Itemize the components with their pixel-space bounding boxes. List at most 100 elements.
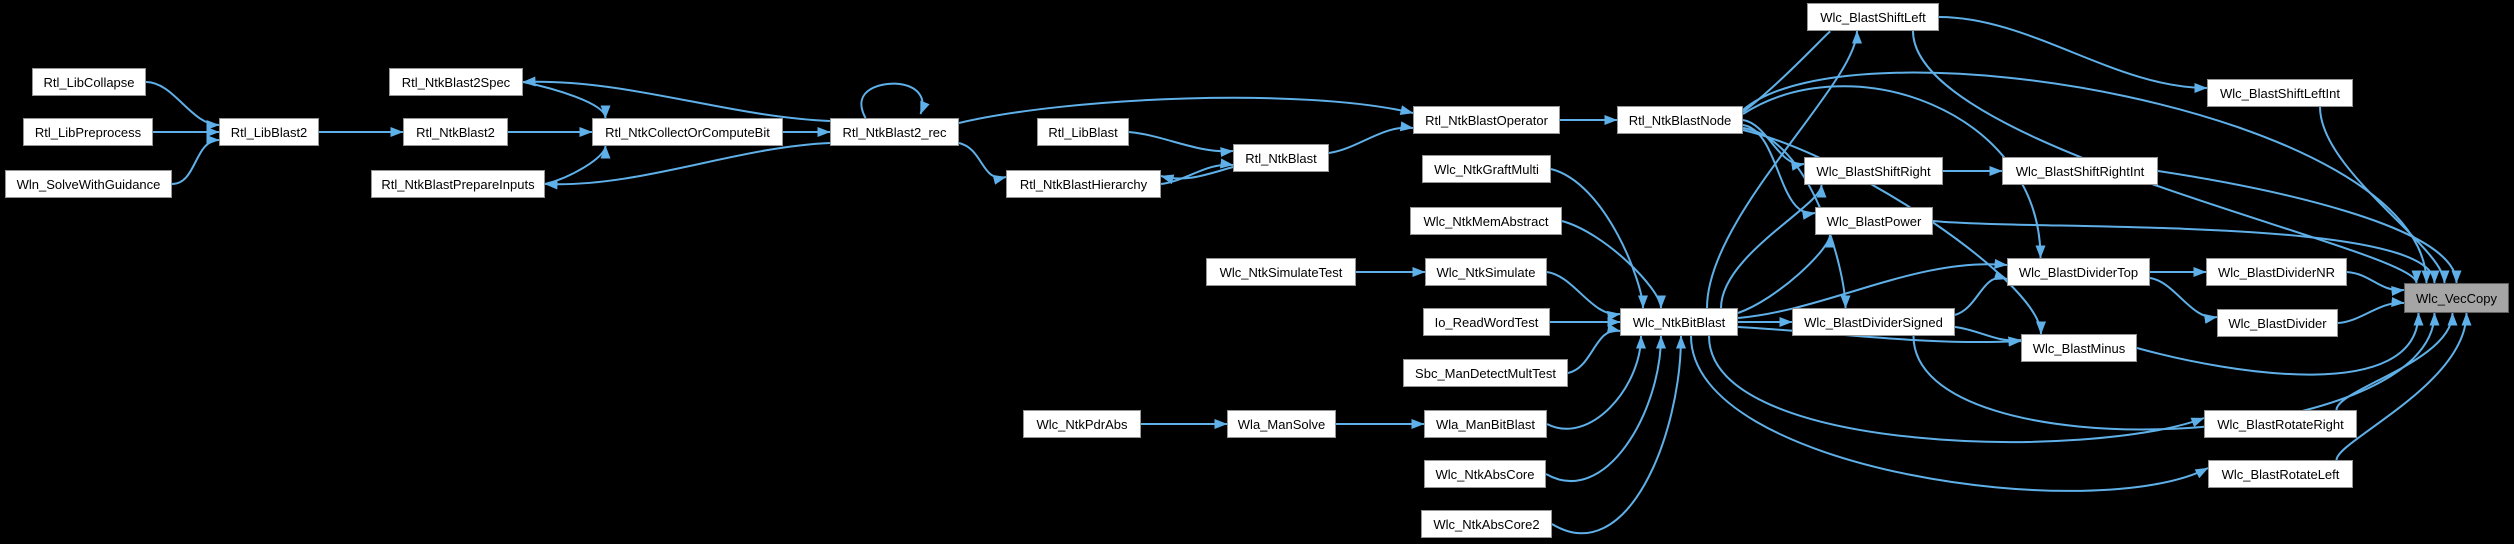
node-label: Rtl_LibPreprocess — [34, 124, 142, 140]
node-Blast2_rec[interactable]: Rtl_NtkBlast2_rec — [830, 118, 959, 146]
node-SimulateTest[interactable]: Wlc_NtkSimulateTest — [1206, 258, 1356, 286]
edge-Blast2_rec-Blast2_rec — [860, 82, 930, 119]
edge-BitBlast-Minus — [1737, 326, 2022, 347]
node-label: Wlc_NtkBitBlast — [1632, 314, 1726, 330]
edge-Blast2_rec-Blast2Spec — [522, 76, 831, 122]
edge-ManBitBlast-BitBlast — [1546, 335, 1646, 430]
node-label: Rtl_NtkBlastHierarchy — [1019, 176, 1148, 192]
node-Divider[interactable]: Wlc_BlastDivider — [2217, 309, 2338, 337]
edge-Minus-VecCopy — [2136, 312, 2424, 376]
node-PrepareInputs[interactable]: Rtl_NtkBlastPrepareInputs — [371, 170, 545, 198]
edge-Blast2_rec-BlastHierarchy — [958, 142, 1007, 185]
node-SolveWithGuidance[interactable]: Wln_SolveWithGuidance — [5, 170, 172, 198]
edge-BitBlast-Power — [1737, 234, 1835, 314]
node-label: Rtl_NtkBlast — [1245, 150, 1317, 166]
node-label: Wlc_NtkMemAbstract — [1423, 213, 1549, 229]
edge-BitBlast-ShiftRight — [1720, 184, 1827, 309]
edge-BitBlast-DividerTop — [1737, 258, 2008, 319]
node-GraftMulti[interactable]: Wlc_NtkGraftMulti — [1422, 155, 1551, 183]
edge-BitBlast-ShiftLeft — [1706, 30, 1862, 309]
node-NtkBlast2[interactable]: Rtl_NtkBlast2 — [403, 118, 508, 146]
node-LibCollapse[interactable]: Rtl_LibCollapse — [32, 68, 146, 96]
node-label: Wlc_BlastDivider — [2228, 315, 2327, 331]
node-label: Wla_ManSolve — [1237, 416, 1326, 432]
edge-RotateLeft-VecCopy — [2335, 312, 2472, 461]
node-label: Wlc_BlastDividerSigned — [1804, 314, 1943, 330]
node-DividerNR[interactable]: Wlc_BlastDividerNR — [2206, 258, 2347, 286]
edge-BlastNode-Minus — [1742, 129, 2046, 335]
node-BlastHierarchy[interactable]: Rtl_NtkBlastHierarchy — [1006, 170, 1161, 198]
node-BitBlast[interactable]: Wlc_NtkBitBlast — [1620, 308, 1738, 336]
node-ReadWordTest[interactable]: Io_ReadWordTest — [1423, 308, 1550, 336]
node-LibBlast[interactable]: Rtl_LibBlast — [1037, 118, 1129, 146]
node-DetectMultTest[interactable]: Sbc_ManDetectMultTest — [1403, 359, 1568, 387]
edge-Blast2_rec-BlastOperator — [958, 96, 1414, 124]
edge-BlastHierarchy-NtkBlast — [1160, 158, 1234, 185]
node-DividerTop[interactable]: Wlc_BlastDividerTop — [2007, 258, 2150, 286]
node-VecCopy[interactable]: Wlc_VecCopy — [2404, 283, 2509, 313]
node-ManSolve[interactable]: Wla_ManSolve — [1227, 410, 1336, 438]
node-label: Wlc_NtkAbsCore2 — [1433, 516, 1540, 532]
node-ShiftRight[interactable]: Wlc_BlastShiftRight — [1804, 157, 1943, 185]
edge-DividerNR-VecCopy — [2346, 271, 2405, 296]
node-LibBlast2[interactable]: Rtl_LibBlast2 — [219, 118, 319, 146]
node-LibPreprocess[interactable]: Rtl_LibPreprocess — [23, 118, 153, 146]
node-label: Wlc_NtkAbsCore — [1435, 466, 1535, 482]
node-CollectOrComputeBit[interactable]: Rtl_NtkCollectOrComputeBit — [592, 118, 783, 146]
node-label: Wln_SolveWithGuidance — [16, 176, 161, 192]
edge-Blast2_rec-PrepareInputs — [544, 142, 831, 190]
edge-GraftMulti-BitBlast — [1550, 168, 1648, 309]
node-ShiftLeftInt[interactable]: Wlc_BlastShiftLeftInt — [2207, 79, 2353, 107]
node-label: Wlc_BlastDividerTop — [2018, 264, 2139, 280]
node-AbsCore[interactable]: Wlc_NtkAbsCore — [1424, 460, 1546, 488]
node-Simulate[interactable]: Wlc_NtkSimulate — [1425, 258, 1547, 286]
edge-NtkBlast-BlastHierarchy — [1160, 166, 1234, 185]
node-AbsCore2[interactable]: Wlc_NtkAbsCore2 — [1421, 510, 1552, 538]
node-label: Rtl_NtkBlastPrepareInputs — [381, 176, 535, 192]
edge-BitBlast-RotateLeft — [1690, 335, 2209, 492]
edge-ShiftLeft-VecCopy — [1912, 30, 2422, 284]
node-NtkBlast[interactable]: Rtl_NtkBlast — [1233, 144, 1329, 172]
node-BlastOperator[interactable]: Rtl_NtkBlastOperator — [1413, 106, 1560, 134]
node-label: Io_ReadWordTest — [1434, 314, 1539, 330]
node-label: Rtl_NtkBlast2 — [416, 124, 495, 140]
edge-SolveWithGuidance-LibBlast2 — [171, 135, 220, 185]
node-label: Wlc_BlastShiftRight — [1816, 163, 1931, 179]
node-label: Rtl_LibCollapse — [43, 74, 135, 90]
edge-LibCollapse-LibBlast2 — [145, 81, 220, 130]
node-Power[interactable]: Wlc_BlastPower — [1815, 207, 1933, 235]
node-label: Wlc_NtkSimulateTest — [1219, 264, 1343, 280]
node-label: Wlc_BlastShiftLeft — [1820, 9, 1926, 25]
node-RotateLeft[interactable]: Wlc_BlastRotateLeft — [2208, 460, 2353, 488]
edge-Divider-VecCopy — [2337, 297, 2405, 324]
node-MemAbstract[interactable]: Wlc_NtkMemAbstract — [1410, 207, 1562, 235]
edge-PrepareInputs-CollectOrComputeBit — [544, 145, 611, 185]
node-label: Wlc_NtkSimulate — [1436, 264, 1536, 280]
node-label: Rtl_NtkBlast2_rec — [842, 124, 947, 140]
node-label: Rtl_NtkBlastOperator — [1425, 112, 1548, 128]
edge-DividerSigned-DividerTop — [1954, 270, 2008, 316]
node-Minus[interactable]: Wlc_BlastMinus — [2021, 334, 2137, 362]
edge-ShiftLeft-ShiftLeftInt — [1938, 16, 2208, 93]
node-BlastNode[interactable]: Rtl_NtkBlastNode — [1617, 106, 1743, 134]
node-label: Sbc_ManDetectMultTest — [1415, 365, 1556, 381]
node-ShiftRightInt[interactable]: Wlc_BlastShiftRightInt — [2002, 157, 2158, 185]
node-RotateRight[interactable]: Wlc_BlastRotateRight — [2204, 410, 2357, 438]
node-label: Wlc_VecCopy — [2416, 290, 2497, 306]
node-ShiftLeft[interactable]: Wlc_BlastShiftLeft — [1807, 3, 1939, 31]
edge-DividerTop-Divider — [2149, 277, 2218, 324]
edge-AbsCore-BitBlast — [1545, 335, 1666, 482]
node-label: Wlc_NtkPdrAbs — [1036, 416, 1128, 432]
node-PdrAbs[interactable]: Wlc_NtkPdrAbs — [1023, 410, 1141, 438]
edge-ShiftRightInt-VecCopy — [2157, 170, 2462, 284]
edge-BlastNode-VecCopy — [1742, 71, 2432, 284]
node-DividerSigned[interactable]: Wlc_BlastDividerSigned — [1792, 308, 1955, 336]
node-Blast2Spec[interactable]: Rtl_NtkBlast2Spec — [389, 68, 523, 96]
edge-ShiftLeftInt-VecCopy — [2319, 106, 2450, 284]
edge-DividerSigned-Minus — [1954, 326, 2022, 347]
node-ManBitBlast[interactable]: Wla_ManBitBlast — [1424, 410, 1547, 438]
node-label: Rtl_LibBlast — [1048, 124, 1118, 140]
node-label: Wlc_BlastMinus — [2032, 340, 2126, 356]
